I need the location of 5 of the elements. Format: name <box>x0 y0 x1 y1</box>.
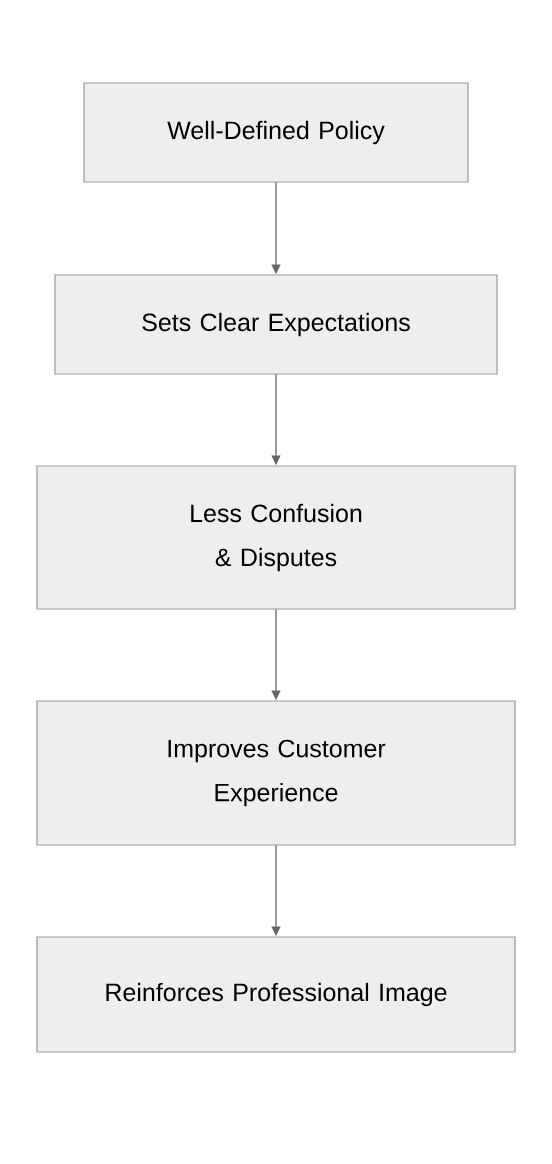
process-box: Well-Defined Policy <box>83 82 469 183</box>
process-box: Reinforces Professional Image <box>36 936 516 1053</box>
process-box: Less Confusion & Disputes <box>36 465 516 610</box>
process-box: Sets Clear Expectations <box>54 274 498 375</box>
process-box: Improves Customer Experience <box>36 700 516 846</box>
